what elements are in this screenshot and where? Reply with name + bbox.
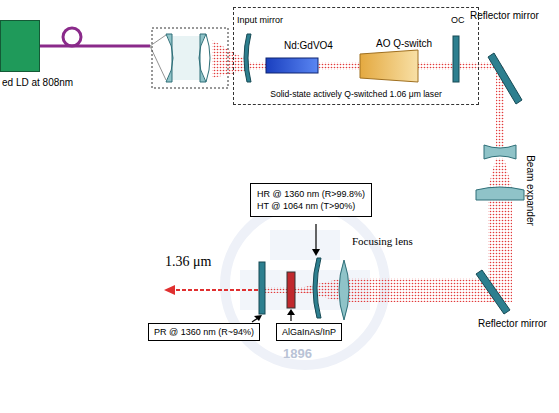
steering-optics-part [476,187,524,200]
node-text: AlGaInAs/InP [282,326,336,338]
part-label: Reflector mirror [470,10,539,21]
caption-text: Solid-state actively Q-switched 1.06 μm … [234,89,478,99]
vecsel-cavity-part [313,258,321,318]
laser-beam [212,40,512,302]
output-beam-part [164,285,175,295]
callout-box: HR @ 1360 nm (R>99.8%)HT @ 1064 nm (T>90… [250,183,372,217]
output-beam-part [174,289,258,291]
leader-arrows-part [254,315,262,321]
steering-optics-part [488,53,522,104]
part-label: Nd:GdVO4 [284,40,333,51]
node-text: HT @ 1064 nm (T>90%) [257,200,365,212]
laser-beam-part [344,278,494,302]
coupling-optics-part [166,34,173,82]
laser-cavity-parts-part [453,36,459,82]
laser-cavity-parts-part [266,58,318,73]
wavelength-label: 1.36 μm [165,254,211,270]
leader-arrows-part [315,224,316,249]
watermark-emblem-part [270,230,340,260]
leader-arrows-part [290,314,291,321]
laser-beam-part [488,158,512,188]
node-text: PR @ 1360 nm (R~94%) [154,326,254,338]
part-label: Reflector mirror [478,318,547,329]
watermark: 1896 [283,346,312,361]
coupling-optics-part [206,34,210,82]
steering-optics-part [339,260,349,320]
pump-fiber-part [150,35,166,46]
vecsel-cavity [259,258,321,318]
callout-box: PR @ 1360 nm (R~94%) [148,323,260,341]
laser-diode: ed LD at 808nm [0,20,40,72]
laser-cavity-parts-part [244,34,251,82]
part-label: OC [451,15,465,25]
steering-optics-part [476,270,510,314]
steering-optics-part [484,145,516,159]
node-text: ed LD at 808nm [2,77,73,88]
leader-arrows [252,224,320,322]
part-label: Focusing lens [352,235,413,247]
pump-fiber-part [63,28,81,46]
callout-box: AlGaInAs/InP [276,323,342,341]
vecsel-cavity-part [259,262,265,314]
part-label: Input mirror [237,15,283,25]
laser-cavity-parts-part [360,50,418,82]
output-beam [164,285,258,295]
leader-arrows-part [287,309,295,315]
vecsel-cavity-part [287,272,295,308]
part-label: AO Q-switch [376,38,432,49]
node-text: HR @ 1360 nm (R>99.8%) [257,188,365,200]
coupling-optics-part [199,34,206,82]
coupling-optics-part [172,36,200,80]
leader-arrows-part [312,249,320,256]
laser-cavity-parts [244,34,459,82]
part-label: Beam expander [524,155,535,226]
pump-fiber [40,28,166,80]
pump-fiber-part [40,45,150,48]
